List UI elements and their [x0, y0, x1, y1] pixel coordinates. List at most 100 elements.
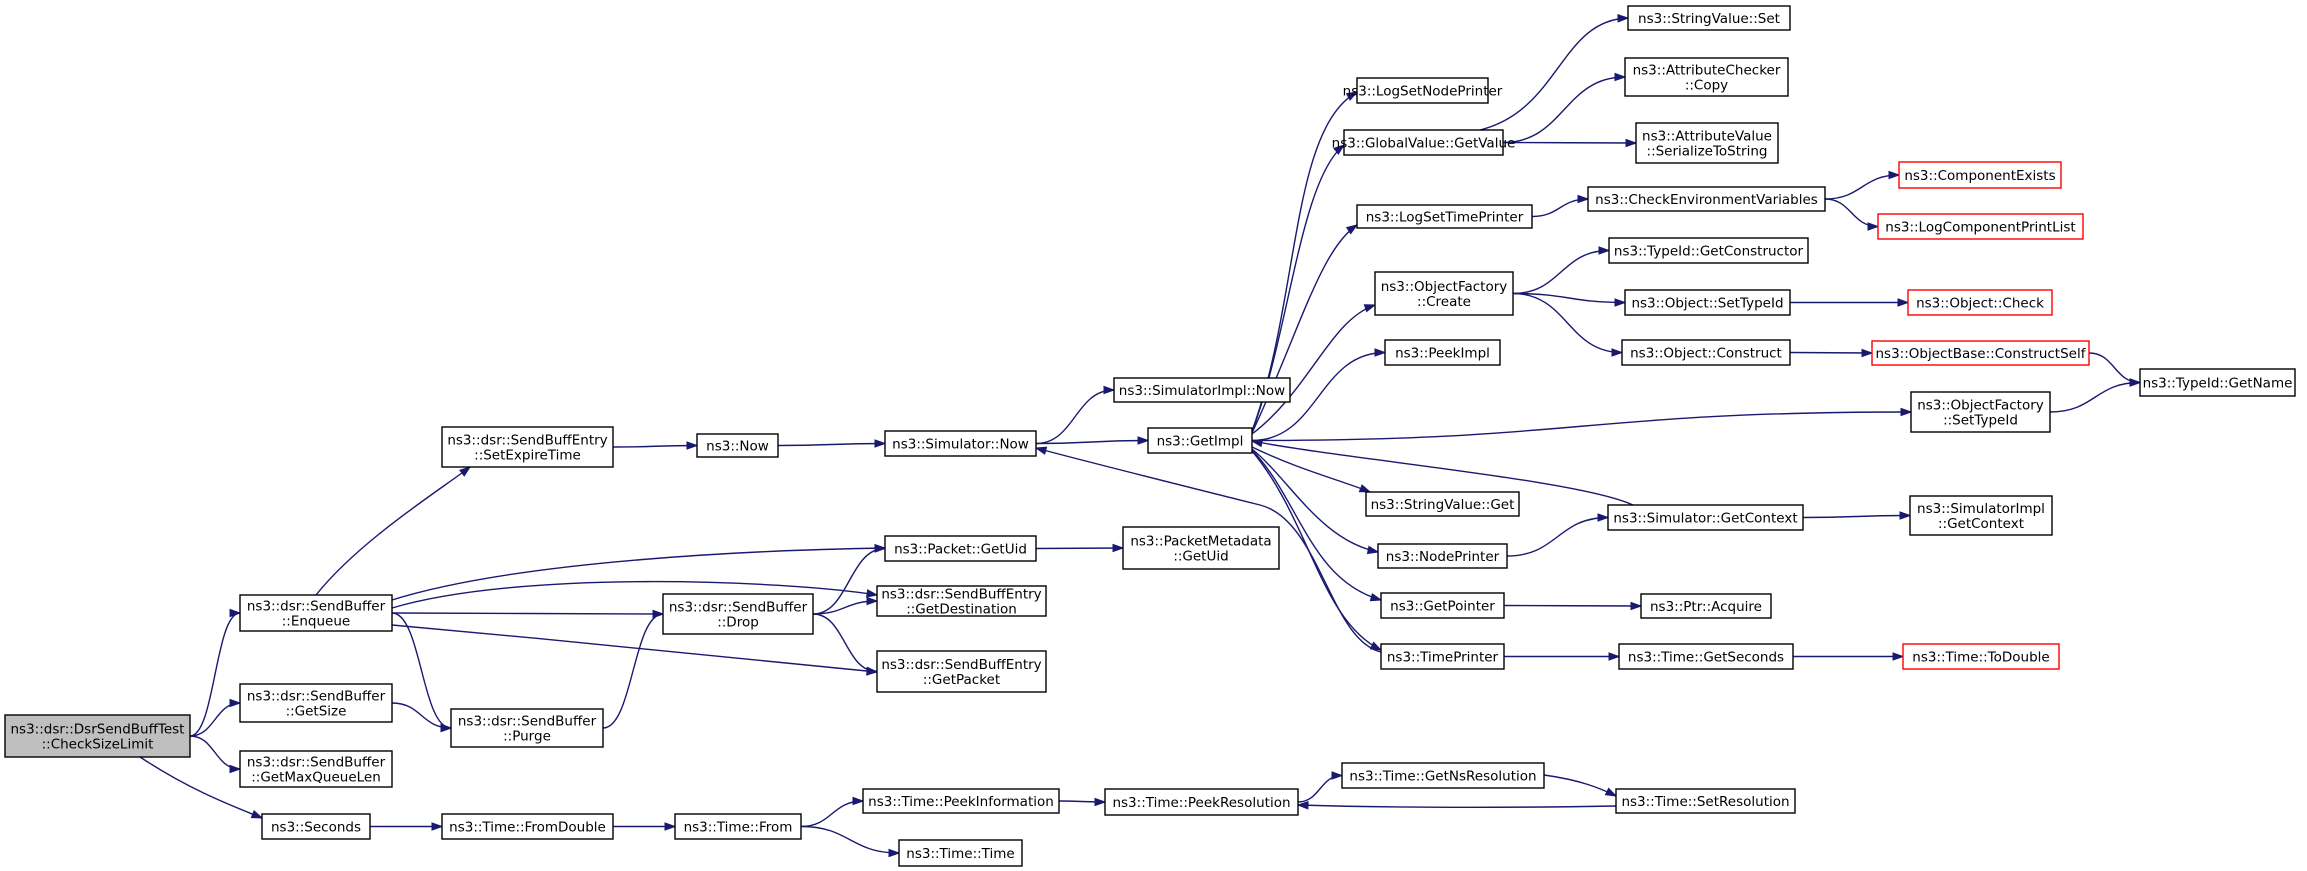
node-label: ns3::Time::PeekResolution: [1112, 795, 1290, 811]
edge-drop-to-pktuid: [812, 544, 887, 615]
node-peekinfo[interactable]: ns3::Time::PeekInformation: [862, 788, 1060, 814]
node-setexpire[interactable]: ns3::dsr::SendBuffEntry::SetExpireTime: [441, 426, 614, 468]
edge-enqueue-to-drop: [391, 609, 665, 619]
node-setres[interactable]: ns3::Time::SetResolution: [1615, 788, 1796, 814]
node-getnsres[interactable]: ns3::Time::GetNsResolution: [1341, 762, 1545, 789]
node-box: [1907, 289, 2053, 316]
node-tidctor[interactable]: ns3::TypeId::GetConstructor: [1608, 237, 1809, 264]
node-label: ns3::PeekImpl: [1395, 346, 1490, 362]
node-checkenv[interactable]: ns3::CheckEnvironmentVariables: [1587, 186, 1826, 212]
edge-getimpl-to-svget: [1251, 446, 1372, 493]
node-label: ::CheckSizeLimit: [42, 737, 154, 753]
node-getseconds[interactable]: ns3::Time::GetSeconds: [1618, 643, 1794, 670]
node-objcheck[interactable]: ns3::Object::Check: [1907, 289, 2053, 316]
edge-logtime-to-checkenv: [1531, 194, 1590, 218]
node-label: ns3::Simulator::GetContext: [1613, 511, 1797, 527]
node-label: ns3::Object::Construct: [1630, 346, 1782, 362]
node-box: [1356, 204, 1533, 229]
node-box: [1147, 427, 1253, 454]
node-getimpl[interactable]: ns3::GetImpl: [1147, 427, 1253, 454]
node-root[interactable]: ns3::dsr::DsrSendBuffTest::CheckSizeLimi…: [4, 714, 191, 758]
node-box: [876, 585, 1047, 617]
node-gvget[interactable]: ns3::GlobalValue::GetValue: [1332, 129, 1516, 156]
node-avser[interactable]: ns3::AttributeValue::SerializeToString: [1635, 122, 1779, 164]
node-peekimpl[interactable]: ns3::PeekImpl: [1384, 339, 1501, 366]
node-label: ::GetPacket: [923, 672, 1000, 688]
edge-setexpire-to-now: [612, 441, 699, 450]
node-ptracquire[interactable]: ns3::Ptr::Acquire: [1640, 593, 1772, 619]
node-label: ns3::TypeId::GetConstructor: [1614, 244, 1804, 260]
node-purge[interactable]: ns3::dsr::SendBuffer::Purge: [450, 708, 604, 748]
node-label: ns3::dsr::SendBuffer: [247, 689, 386, 705]
node-svget[interactable]: ns3::StringValue::Get: [1365, 491, 1520, 517]
node-label: ::SetTypeId: [1943, 413, 2018, 429]
node-objsettid[interactable]: ns3::Object::SetTypeId: [1624, 289, 1791, 316]
node-now[interactable]: ns3::Now: [696, 433, 779, 458]
node-accopy[interactable]: ns3::AttributeChecker::Copy: [1624, 57, 1789, 97]
node-enqueue[interactable]: ns3::dsr::SendBuffer::Enqueue: [239, 594, 393, 632]
node-box: [1365, 491, 1520, 517]
node-logcomplist[interactable]: ns3::LogComponentPrintList: [1877, 213, 2084, 240]
edge-drop-to-getpacket: [812, 613, 879, 676]
node-ofcreate[interactable]: ns3::ObjectFactory::Create: [1374, 271, 1514, 316]
node-tidname[interactable]: ns3::TypeId::GetName: [2139, 368, 2296, 397]
node-compexists[interactable]: ns3::ComponentExists: [1898, 161, 2062, 189]
node-label: ns3::dsr::DsrSendBuffTest: [11, 722, 185, 738]
edge-simnow-to-simimplnow: [1035, 385, 1116, 445]
node-pmuid[interactable]: ns3::PacketMetadata::GetUid: [1122, 526, 1280, 570]
edge-objconstruct-to-obconstruct: [1789, 348, 1874, 358]
node-getmaxq[interactable]: ns3::dsr::SendBuffer::GetMaxQueueLen: [239, 750, 393, 788]
edge-root-to-getsize: [189, 698, 242, 737]
node-pktuid[interactable]: ns3::Packet::GetUid: [884, 535, 1037, 562]
node-box: [1627, 5, 1791, 31]
node-peekres[interactable]: ns3::Time::PeekResolution: [1104, 788, 1299, 816]
node-box: [1902, 643, 2060, 670]
node-simimplnow[interactable]: ns3::SimulatorImpl::Now: [1113, 377, 1291, 403]
node-label: ::GetContext: [1938, 516, 2024, 532]
edge-timefrom-to-peekinfo: [800, 796, 865, 828]
node-timefrom[interactable]: ns3::Time::From: [674, 813, 802, 840]
node-svset[interactable]: ns3::StringValue::Set: [1627, 5, 1791, 31]
edge-getimpl-to-ofsettid: [1251, 407, 1913, 442]
node-obconstruct[interactable]: ns3::ObjectBase::ConstructSelf: [1871, 340, 2090, 366]
node-lognode[interactable]: ns3::LogSetNodePrinter: [1343, 77, 1503, 104]
node-label: ns3::Time::PeekInformation: [868, 794, 1054, 810]
node-box: [4, 714, 191, 758]
node-label: ::Copy: [1685, 78, 1728, 94]
node-simnow[interactable]: ns3::Simulator::Now: [884, 430, 1037, 457]
node-getsize[interactable]: ns3::dsr::SendBuffer::GetSize: [239, 683, 393, 723]
node-label: ns3::PacketMetadata: [1130, 534, 1271, 550]
node-timeprinter[interactable]: ns3::TimePrinter: [1380, 643, 1505, 670]
call-edges: [139, 13, 2142, 858]
node-objconstruct[interactable]: ns3::Object::Construct: [1621, 339, 1791, 366]
node-label: ns3::SimulatorImpl: [1917, 501, 2045, 517]
node-getdest[interactable]: ns3::dsr::SendBuffEntry::GetDestination: [876, 585, 1047, 618]
node-getpointer[interactable]: ns3::GetPointer: [1380, 592, 1505, 619]
edge-getsize-to-purge: [391, 702, 453, 733]
node-ofsettid[interactable]: ns3::ObjectFactory::SetTypeId: [1910, 391, 2051, 433]
node-label: ns3::dsr::SendBuffEntry: [447, 433, 607, 449]
node-label: ns3::Now: [706, 439, 769, 455]
node-todouble[interactable]: ns3::Time::ToDouble: [1902, 643, 2060, 670]
edge-getimpl-to-getpointer: [1251, 449, 1383, 602]
edge-checkenv-to-compexists: [1824, 170, 1901, 200]
edge-enqueue-to-setexpire: [315, 466, 472, 596]
node-box: [1898, 161, 2062, 189]
node-drop[interactable]: ns3::dsr::SendBuffer::Drop: [662, 593, 814, 635]
node-box: [2139, 368, 2296, 397]
node-nodeprinter[interactable]: ns3::NodePrinter: [1377, 543, 1508, 569]
node-simimplctx[interactable]: ns3::SimulatorImpl::GetContext: [1909, 495, 2053, 536]
node-box: [261, 813, 371, 840]
node-seconds[interactable]: ns3::Seconds: [261, 813, 371, 840]
node-box: [1608, 237, 1809, 264]
edge-getimpl-to-ofcreate: [1251, 304, 1377, 435]
node-fromdouble[interactable]: ns3::Time::FromDouble: [441, 813, 614, 840]
node-logtime[interactable]: ns3::LogSetTimePrinter: [1356, 204, 1533, 229]
node-label: ::Create: [1417, 294, 1471, 310]
node-box: [1122, 526, 1280, 570]
node-timetime[interactable]: ns3::Time::Time: [898, 839, 1023, 867]
node-simgetctx[interactable]: ns3::Simulator::GetContext: [1607, 504, 1804, 531]
node-box: [1621, 339, 1791, 366]
node-getpacket[interactable]: ns3::dsr::SendBuffEntry::GetPacket: [876, 650, 1047, 693]
node-box: [1380, 592, 1505, 619]
